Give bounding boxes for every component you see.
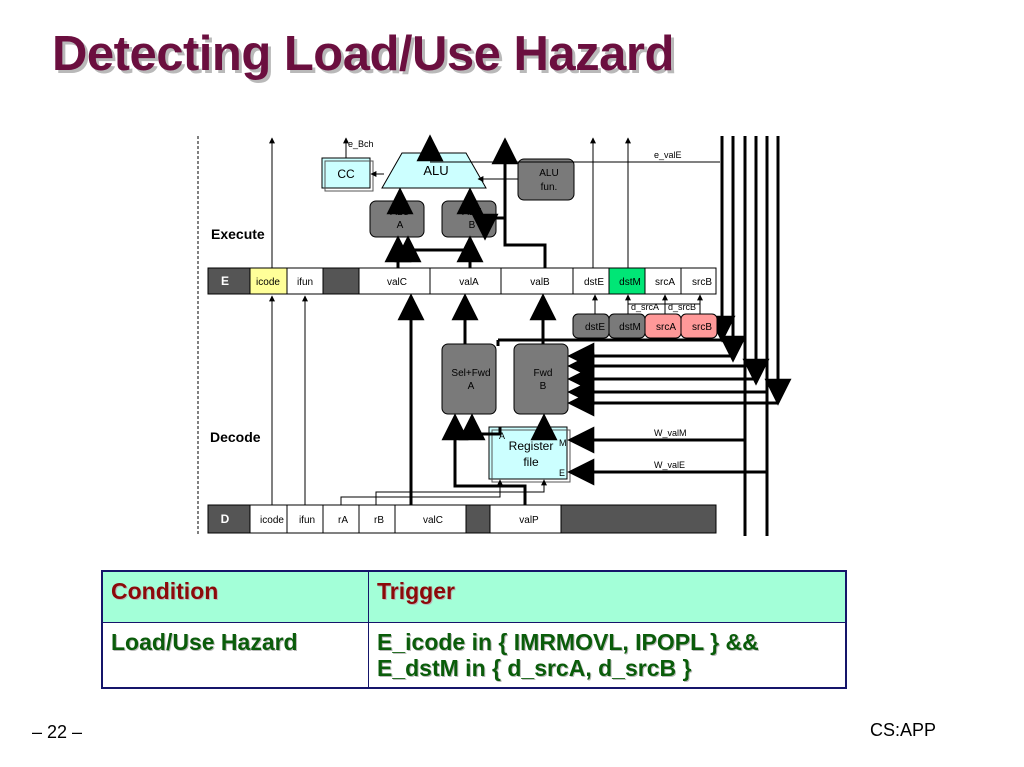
e-field-srca: srcA bbox=[655, 277, 675, 288]
row-trigger-line2: E_dstM in { d_srcA, d_srcB } bbox=[377, 655, 692, 681]
w-valm-label: W_valM bbox=[654, 428, 687, 438]
d-field-ifun: ifun bbox=[299, 515, 315, 526]
decode-srcb-box bbox=[680, 313, 718, 339]
rf-port-a: A bbox=[499, 431, 505, 441]
alu-b-line2: B bbox=[469, 220, 476, 231]
decode-srca-label: srcA bbox=[656, 322, 676, 333]
rf-port-e: E bbox=[559, 468, 565, 478]
row-trigger-line1: E_icode in { IMRMOVL, IPOPL } && bbox=[377, 629, 759, 655]
e-field-icode: icode bbox=[256, 277, 280, 288]
table-row: Load/Use Hazard E_icode in { IMRMOVL, IP… bbox=[101, 622, 847, 689]
alu-fun-box bbox=[517, 158, 575, 201]
e-field-valc: valC bbox=[387, 277, 407, 288]
decode-srcb-label: srcB bbox=[692, 322, 712, 333]
row-condition: Load/Use Hazard bbox=[101, 622, 369, 689]
d-register-label: D bbox=[221, 512, 230, 526]
decode-dstm-label: dstM bbox=[619, 322, 641, 333]
hazard-condition-table: Condition Trigger Load/Use Hazard E_icod… bbox=[101, 570, 847, 689]
brand-label: CS:APP bbox=[870, 720, 937, 740]
e-field-valb: valB bbox=[530, 277, 550, 288]
fwd-b-block bbox=[513, 343, 569, 415]
decode-stage-label: Decode bbox=[210, 429, 261, 445]
e-field-vala: valA bbox=[459, 277, 479, 288]
d-field-icode: icode bbox=[260, 515, 284, 526]
page-number: – 22 – bbox=[32, 722, 83, 742]
cc-label: CC bbox=[337, 167, 355, 181]
sel-fwd-a-line2: A bbox=[468, 381, 475, 392]
register-file-line1: Register bbox=[509, 439, 554, 453]
d-srcb-label: d_srcB bbox=[668, 302, 696, 312]
table-header-row: Condition Trigger bbox=[101, 570, 847, 623]
row-trigger: E_icode in { IMRMOVL, IPOPL } && E_dstM … bbox=[368, 622, 847, 689]
alu-fun-line2: fun. bbox=[541, 182, 558, 193]
e-vale-label: e_valE bbox=[654, 150, 682, 160]
e-field-dstm: dstM bbox=[619, 277, 641, 288]
d-field-valp: valP bbox=[519, 515, 539, 526]
cc-box bbox=[321, 157, 371, 189]
d-field-rb: rB bbox=[374, 515, 384, 526]
header-trigger: Trigger bbox=[368, 570, 847, 623]
alu-a-line1: ALU bbox=[390, 207, 409, 218]
rf-port-m: M bbox=[559, 438, 567, 448]
pipeline-diagram: Execute Decode e_Bch CC ALU ALU fun. ALU… bbox=[197, 134, 792, 536]
e-register-label: E bbox=[221, 274, 229, 288]
sel-fwd-a-block bbox=[441, 343, 497, 415]
d-field-ra: rA bbox=[338, 515, 348, 526]
d-field-valc: valC bbox=[423, 515, 443, 526]
header-condition: Condition bbox=[101, 570, 369, 623]
register-file-line2: file bbox=[523, 455, 539, 469]
slide-title: Detecting Load/Use Hazard bbox=[52, 27, 674, 81]
sel-fwd-a-line1: Sel+Fwd bbox=[451, 368, 490, 379]
e-bch-label: e_Bch bbox=[348, 139, 374, 149]
rf-port-b: B bbox=[542, 431, 548, 441]
alu-b-line1: ALU bbox=[462, 207, 481, 218]
e-field-ifun: ifun bbox=[297, 277, 313, 288]
alu-label: ALU bbox=[423, 163, 448, 178]
alu-a-line2: A bbox=[397, 220, 404, 231]
execute-stage-label: Execute bbox=[211, 226, 265, 242]
e-field-dste: dstE bbox=[584, 277, 604, 288]
alu-fun-line1: ALU bbox=[539, 168, 558, 179]
e-field-srcb: srcB bbox=[692, 277, 712, 288]
fwd-b-line1: Fwd bbox=[534, 368, 553, 379]
decode-dste-label: dstE bbox=[585, 322, 605, 333]
w-vale-label: W_valE bbox=[654, 460, 685, 470]
d-srca-label: d_srcA bbox=[631, 302, 659, 312]
fwd-b-line2: B bbox=[540, 381, 547, 392]
